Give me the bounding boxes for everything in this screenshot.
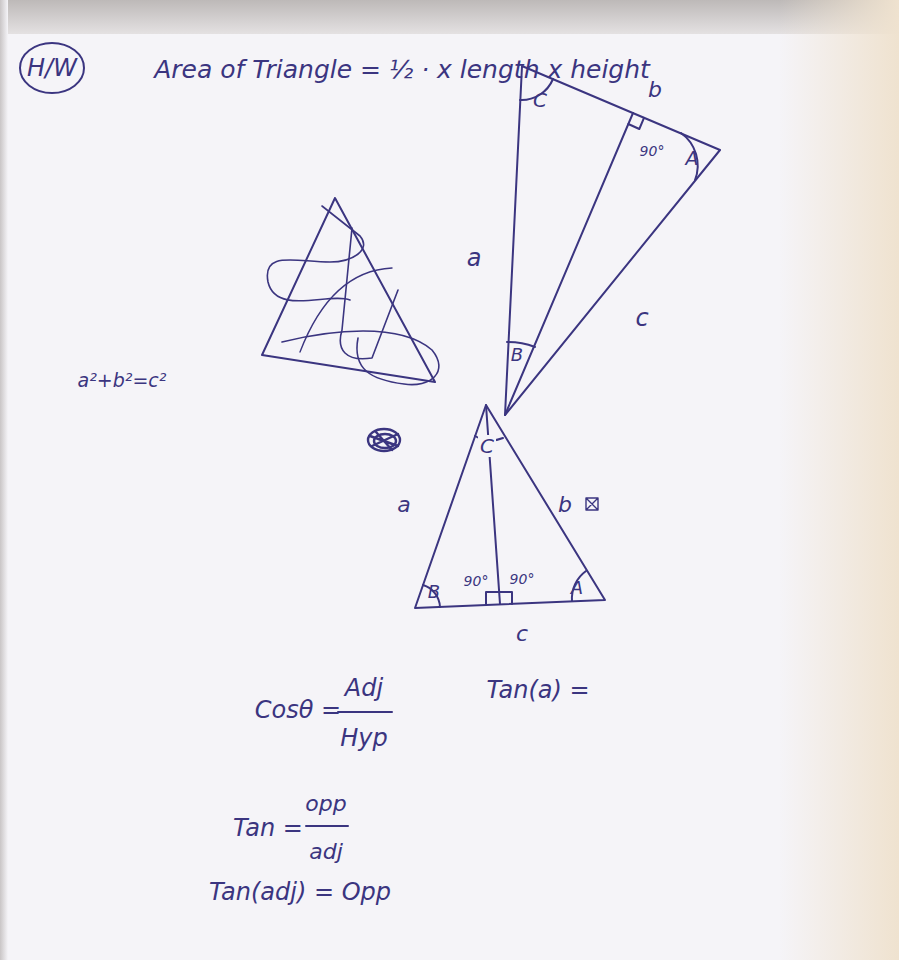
crossed-out-scribble bbox=[368, 429, 400, 451]
heading-note: Area of Triangle = ½ · x length x height bbox=[154, 56, 650, 84]
formula: opp bbox=[305, 792, 346, 816]
side-label: c bbox=[635, 305, 648, 331]
fraction-bar bbox=[338, 711, 392, 713]
side-label: c bbox=[516, 622, 528, 646]
scribble bbox=[586, 498, 598, 510]
side-label: a bbox=[397, 493, 410, 517]
formula: adj bbox=[309, 840, 343, 864]
angle-label: C bbox=[533, 89, 547, 111]
angle-label: B bbox=[511, 345, 523, 365]
angle-mark: 90° bbox=[510, 572, 535, 587]
angle-label: C bbox=[478, 435, 496, 457]
angle-label: A bbox=[686, 148, 699, 169]
circled-note: H/W bbox=[18, 41, 86, 95]
angle-mark: 90° bbox=[464, 574, 489, 589]
labelled-triangle bbox=[505, 66, 720, 415]
scribbled-triangle bbox=[262, 198, 439, 385]
paper-shadow bbox=[0, 0, 899, 34]
angle-mark: 90° bbox=[640, 144, 665, 159]
homework-mark: H/W bbox=[27, 54, 77, 82]
fraction-bar bbox=[306, 825, 348, 827]
formula: Tan = bbox=[233, 815, 303, 841]
formula: Tan(a) = bbox=[486, 677, 589, 703]
angle-label: A bbox=[571, 578, 583, 598]
side-label: b bbox=[558, 493, 572, 517]
labelled-triangle bbox=[415, 405, 605, 608]
formula: a²+b²=c² bbox=[78, 370, 167, 391]
side-label: a bbox=[467, 245, 482, 271]
formula: Cosθ = bbox=[255, 697, 341, 723]
paper-edge bbox=[0, 0, 8, 960]
formula: Adj bbox=[345, 675, 383, 701]
formula: Hyp bbox=[340, 725, 387, 751]
side-label: b bbox=[648, 78, 662, 102]
formula: Tan(adj) = Opp bbox=[209, 879, 391, 905]
angle-label: B bbox=[428, 582, 440, 602]
paper-shadow bbox=[779, 0, 899, 960]
